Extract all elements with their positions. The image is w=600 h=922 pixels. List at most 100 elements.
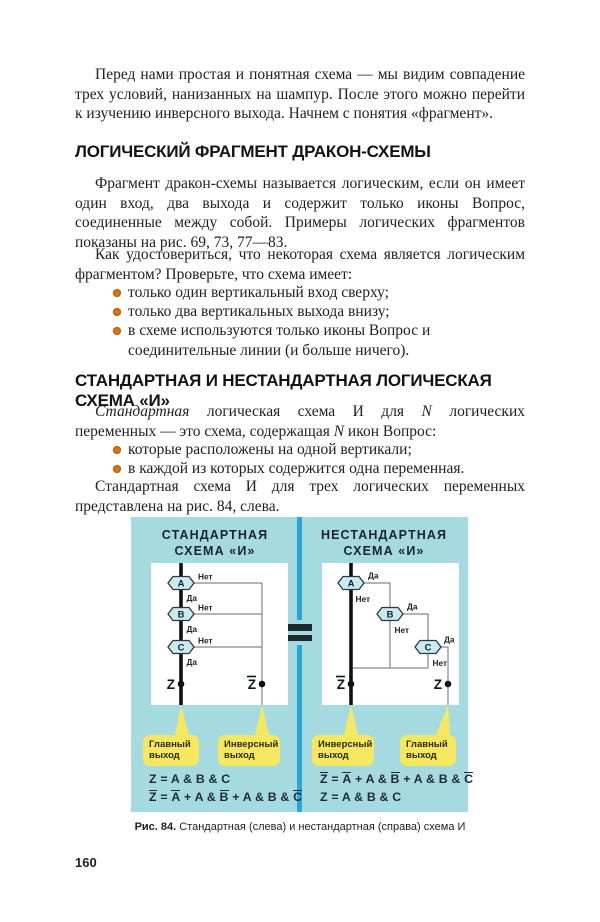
figure-84: СТАНДАРТНАЯ СХЕМА «И» НЕСТАНДАРТНАЯ СХЕМ… <box>131 517 474 812</box>
label-yes: Да <box>368 571 379 581</box>
title-line: СХЕМА «И» <box>343 544 425 558</box>
label-yes: Да <box>444 635 455 645</box>
panel-title-standard: СТАНДАРТНАЯ СХЕМА «И» <box>131 527 299 559</box>
formula-token-negated: A <box>342 772 352 786</box>
formula-token-negated: B <box>219 789 229 804</box>
text-run: логическая схема И для <box>189 403 422 420</box>
var-n: N <box>421 403 432 420</box>
formula-token: = <box>156 789 172 804</box>
panel-title-nonstandard: НЕСТАНДАРТНАЯ СХЕМА «И» <box>300 527 468 559</box>
formula-token: = <box>327 772 343 786</box>
bullet-text: в каждой из которых содержится одна пере… <box>128 460 465 477</box>
paragraph-check-question: Как удостовериться, что некоторая схема … <box>75 246 525 283</box>
heading-logical-fragment: ЛОГИЧЕСКИЙ ФРАГМЕНТ ДРАКОН-СХЕМЫ <box>75 142 431 161</box>
label-no: Нет <box>198 603 213 613</box>
formula-token: + A & <box>180 789 220 804</box>
label-no: Нет <box>395 625 410 635</box>
formula: Z = A & B & C <box>149 771 302 789</box>
icon-letter: C <box>425 642 432 653</box>
question-icon-b <box>376 606 404 622</box>
question-icon-a <box>167 575 195 591</box>
main-output-callout: Главный выход <box>400 735 456 766</box>
equals-sign-bar <box>288 624 312 631</box>
page-number: 160 <box>75 855 97 870</box>
formula-token: + A & B & <box>399 772 465 786</box>
bullet-text: только один вертикальный вход сверху; <box>128 284 389 301</box>
divider-line-top <box>297 517 302 620</box>
paragraph-fragment-def: Фрагмент дракон-схемы называется логичес… <box>75 175 525 251</box>
title-line: НЕСТАНДАРТНАЯ <box>320 528 448 542</box>
icon-letter: A <box>348 578 355 589</box>
question-icon-b <box>167 606 195 622</box>
callout-tails <box>175 705 450 735</box>
formula-token: Z <box>149 772 157 786</box>
formula-token-negated: C <box>293 789 303 804</box>
bullet-text: только два вертикальных выхода внизу; <box>128 303 390 320</box>
formula-token-negated: A <box>171 789 181 804</box>
text-run: икон Вопрос: <box>344 422 437 440</box>
output-main-label: Z <box>434 677 442 692</box>
label-yes: Да <box>187 624 198 634</box>
formula-token: + A & B & <box>228 789 294 804</box>
drakon-diagram-nonstandard: A B C Да Нет Да Нет Да Нет Z Z <box>322 563 459 705</box>
figure-caption: Рис. 84. Стандартная (слева) и нестандар… <box>0 821 600 833</box>
icon-letter: B <box>387 609 394 620</box>
question-icon-a <box>337 575 365 591</box>
paragraph-intro: Перед нами простая и понятная схема — мы… <box>75 66 525 122</box>
label-yes: Да <box>187 593 198 603</box>
main-output-callout: Главный выход <box>143 735 199 766</box>
equals-sign-bar <box>288 634 312 641</box>
caption-text: Стандартная (слева) и нестандартная (спр… <box>176 821 466 833</box>
var-n: N <box>333 422 345 440</box>
drakon-diagram-standard: A B C Нет Да Нет Да Нет Да Z Z <box>151 563 288 705</box>
paragraph-standard-def: Стандартная логическая схема И для N лог… <box>75 402 525 441</box>
formulas-standard: Z = A & B & C Z = A + A & B + A & B & C <box>149 771 303 807</box>
formula-token: + A & <box>351 772 391 786</box>
bullet-icon <box>113 465 121 473</box>
bullet-icon <box>113 289 121 297</box>
bullet-icon <box>113 446 121 454</box>
question-icon-c <box>167 639 195 655</box>
bullet-item: в каждой из которых содержится одна пере… <box>75 459 525 479</box>
formula-token-negated: Z <box>320 772 328 786</box>
bullet-text: которые расположены на одной вертикали; <box>128 441 412 458</box>
caption-label: Рис. 84. <box>134 821 177 833</box>
label-no: Нет <box>198 572 213 582</box>
formulas-nonstandard: Z = A + A & B + A & B & C Z = A & B & C <box>320 771 474 807</box>
icon-letter: C <box>178 642 185 653</box>
bullet-item: в схеме используются только иконы Вопрос… <box>75 321 525 360</box>
bullet-item: только два вертикальных выхода внизу; <box>75 302 525 322</box>
icon-letter: A <box>178 578 185 589</box>
title-line: СТАНДАРТНАЯ <box>161 528 269 542</box>
question-icon-c <box>414 639 442 655</box>
label-yes: Да <box>407 602 418 612</box>
output-inverse-label: Z <box>337 677 345 692</box>
formula-token-negated: Z <box>149 789 157 804</box>
bullet-text: в схеме используются только иконы Вопрос… <box>128 322 431 359</box>
label-no: Нет <box>198 636 213 646</box>
inverse-output-callout: Инверсный выход <box>312 735 374 766</box>
term-standard: Стандартная <box>95 403 190 420</box>
formula: Z = A + A & B + A & B & C <box>320 771 474 789</box>
formula-token: Z <box>320 789 328 804</box>
formula-token-negated: B <box>390 772 400 786</box>
bullet-icon <box>113 327 121 335</box>
title-line: СХЕМА «И» <box>174 544 256 558</box>
formula-token: = A & B & C <box>327 789 402 804</box>
bullet-item: которые расположены на одной вертикали; <box>75 440 525 460</box>
label-yes: Да <box>187 657 198 667</box>
heading-standard-nonstandard: СТАНДАРТНАЯ И НЕСТАНДАРТНАЯ ЛОГИЧЕСКАЯ С… <box>75 371 492 410</box>
formula: Z = A + A & B + A & B & C <box>149 789 303 807</box>
divider-line-bottom <box>297 645 302 812</box>
formula: Z = A & B & C <box>320 789 473 807</box>
label-no: Нет <box>356 594 371 604</box>
bullet-item: только один вертикальный вход сверху; <box>75 283 525 303</box>
formula-token-negated: C <box>464 772 474 786</box>
icon-letter: B <box>178 609 185 620</box>
formula-token: = A & B & C <box>156 772 231 786</box>
label-no: Нет <box>433 658 448 668</box>
output-inverse-label: Z <box>248 677 256 692</box>
output-main-label: Z <box>167 677 175 692</box>
paragraph-standard-shown: Стандартная схема И для трех логических … <box>75 478 525 515</box>
